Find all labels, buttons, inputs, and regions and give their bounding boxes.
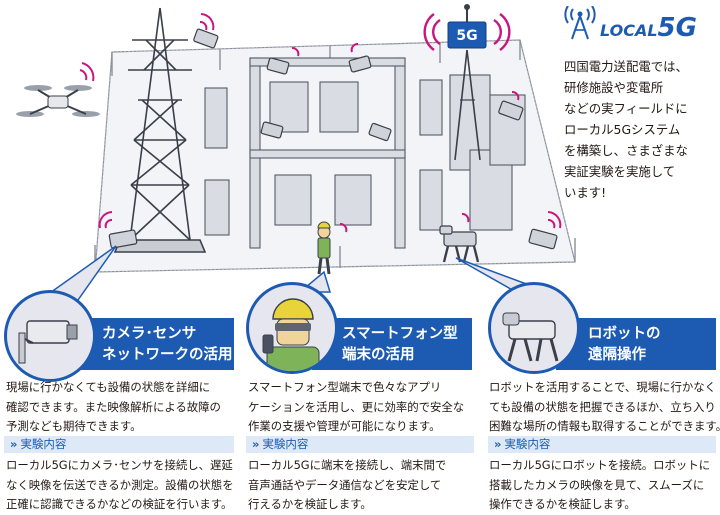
logo-wordmark: LOCAL5G [600, 13, 697, 43]
robot-dog-icon [502, 312, 559, 362]
section-camera-title-bar: カメラ･センサ ネットワークの活用 [70, 318, 234, 370]
robot-dog-icon [439, 225, 480, 263]
camera-icon [108, 28, 558, 250]
local-5g-base-station: 5G [423, 4, 511, 161]
substation-equipment [204, 57, 526, 249]
section-smartphone-description: スマートフォン型端末で色々なアプリ ケーションを活用し、更に効率的で安全な 作業… [248, 380, 465, 433]
drone-icon [16, 62, 100, 117]
robot-badge [488, 282, 580, 374]
camera-badge [4, 290, 96, 382]
substation-scene: 5G [16, 4, 576, 300]
section-smartphone-title-bar: スマートフォン型 端末の活用 [312, 318, 472, 370]
section-robot-description: ロボットを活用することで、現場に行かなく ても設備の状態を把握できるほか、立ち入… [489, 380, 720, 433]
signal-waves [98, 13, 562, 233]
tower-5g-sign: 5G [456, 28, 477, 44]
antenna-icon [564, 5, 596, 40]
local-5g-logo: LOCAL5G [560, 5, 710, 46]
worker-figure [317, 221, 331, 275]
smartphone-icon [262, 298, 320, 371]
section-camera-subhead: »実験内容 [4, 436, 234, 453]
section-robot-subhead: »実験内容 [488, 436, 716, 453]
intro-text: 四国電力送配電では、 研修施設や変電所 などの実フィールドに ローカル5Gシステ… [564, 59, 688, 200]
steel-tower-icon [113, 7, 207, 253]
section-robot-detail: ローカル5Gにロボットを接続。ロボットに 搭載したカメラの映像を見て、スムーズに… [489, 458, 711, 511]
camera-icon [18, 320, 78, 364]
section-smartphone-subhead: »実験内容 [246, 436, 474, 453]
section-camera-detail: ローカル5Gにカメラ･センサを接続し、遅延 なく映像を伝送できるか測定。設備の状… [6, 458, 234, 511]
section-robot-title-bar: ロボットの 遠隔操作 [556, 318, 716, 370]
section-smartphone-detail: ローカル5Gに端末を接続し、端末間で 音声通話やデータ通信などを安定して 行える… [248, 458, 447, 511]
section-camera-description: 現場に行かなくても設備の状態を詳細に 確認できます。また映像解析による故障の 予… [6, 380, 221, 433]
smartphone-badge [246, 282, 338, 374]
